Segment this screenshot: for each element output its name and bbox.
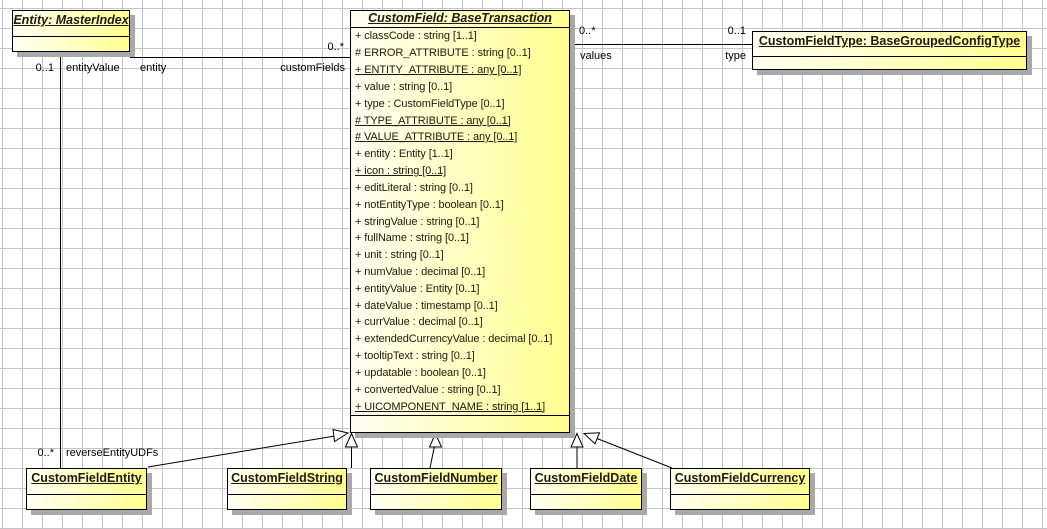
generalization-customfieldentity[interactable] bbox=[147, 435, 336, 468]
attribute-row[interactable]: + editLiteral : string [0..1] bbox=[355, 181, 473, 194]
role-label-customfields[interactable]: customFields bbox=[280, 62, 345, 74]
generalization-arrowhead bbox=[344, 432, 359, 448]
class-box-customfield[interactable]: CustomField: BaseTransaction + classCode… bbox=[350, 10, 570, 433]
class-box-customfielddate[interactable]: CustomFieldDate bbox=[530, 468, 642, 510]
attribute-row[interactable]: + UICOMPONENT_NAME : string [1..1] bbox=[355, 400, 546, 413]
class-title: CustomFieldType: BaseGroupedConfigType bbox=[758, 34, 1021, 48]
multiplicity-label[interactable]: 0..* bbox=[327, 41, 344, 53]
attribute-row[interactable]: + value : string [0..1] bbox=[355, 80, 453, 93]
attribute-row[interactable]: + icon : string [0..1] bbox=[355, 165, 447, 178]
class-title: CustomFieldEntity bbox=[31, 471, 142, 485]
attribute-row[interactable]: + classCode : string [1..1] bbox=[355, 30, 477, 43]
class-box-customfieldcurrency[interactable]: CustomFieldCurrency bbox=[670, 468, 810, 510]
attribute-row[interactable]: + ENTITY_ATTRIBUTE : any [0..1] bbox=[355, 64, 522, 77]
attribute-row[interactable]: + entity : Entity [1..1] bbox=[355, 148, 453, 161]
role-label-entityvalue[interactable]: entityValue bbox=[66, 62, 120, 74]
class-box-entity[interactable]: Entity: MasterIndex bbox=[12, 10, 130, 52]
class-title: CustomFieldString bbox=[231, 471, 343, 485]
generalization-customfieldnumber[interactable] bbox=[429, 445, 435, 469]
customfield-attributes: + classCode : string [1..1] # ERROR_ATTRI… bbox=[351, 28, 569, 416]
attribute-row[interactable]: + numValue : decimal [0..1] bbox=[355, 266, 486, 278]
class-title: CustomFieldDate bbox=[534, 471, 638, 485]
attribute-row[interactable]: + stringValue : string [0..1] bbox=[355, 215, 480, 228]
generalization-arrowhead bbox=[332, 428, 350, 443]
role-label-reverseentityudfs[interactable]: reverseEntityUDFs bbox=[66, 447, 159, 459]
class-box-customfieldentity[interactable]: CustomFieldEntity bbox=[26, 468, 147, 510]
attribute-row[interactable]: + entityValue : Entity [0..1] bbox=[355, 282, 480, 295]
attribute-row[interactable]: + fullName : string [0..1] bbox=[355, 232, 469, 245]
attribute-row[interactable]: + extendedCurrencyValue : decimal [0..1] bbox=[355, 333, 553, 346]
generalization-arrowhead bbox=[570, 432, 584, 448]
multiplicity-label[interactable]: 0..* bbox=[579, 25, 596, 37]
generalization-customfieldcurrency[interactable] bbox=[596, 438, 673, 469]
multiplicity-label[interactable]: 0..* bbox=[37, 447, 54, 459]
attribute-row[interactable]: + unit : string [0..1] bbox=[355, 249, 444, 262]
attribute-row[interactable]: # ERROR_ATTRIBUTE : string [0..1] bbox=[355, 47, 531, 60]
multiplicity-label[interactable]: 0..1 bbox=[727, 25, 746, 37]
multiplicity-label[interactable]: 0..1 bbox=[35, 62, 54, 74]
attribute-row[interactable]: # TYPE_ATTRIBUTE : any [0..1] bbox=[355, 114, 511, 127]
attribute-row[interactable]: # VALUE_ATTRIBUTE : any [0..1] bbox=[355, 131, 518, 144]
attribute-row[interactable]: + notEntityType : boolean [0..1] bbox=[355, 198, 504, 211]
class-title: Entity: MasterIndex bbox=[13, 13, 129, 27]
class-title: CustomFieldNumber bbox=[374, 471, 498, 485]
class-box-customfieldtype[interactable]: CustomFieldType: BaseGroupedConfigType bbox=[752, 31, 1027, 70]
class-box-customfieldnumber[interactable]: CustomFieldNumber bbox=[370, 468, 502, 510]
attribute-row[interactable]: + updatable : boolean [0..1] bbox=[355, 366, 486, 379]
role-label-type[interactable]: type bbox=[725, 50, 746, 62]
generalization-arrowhead bbox=[582, 432, 601, 445]
attribute-row[interactable]: + convertedValue : string [0..1] bbox=[355, 383, 501, 396]
class-title: CustomFieldCurrency bbox=[674, 471, 806, 485]
attribute-row[interactable]: + tooltipText : string [0..1] bbox=[355, 350, 475, 363]
role-label-values[interactable]: values bbox=[580, 50, 612, 62]
attribute-row[interactable]: + type : CustomFieldType [0..1] bbox=[355, 97, 505, 110]
attribute-row[interactable]: + currValue : decimal [0..1] bbox=[355, 316, 483, 329]
generalization-arrowhead bbox=[428, 432, 443, 448]
role-label-entity[interactable]: entity bbox=[140, 62, 167, 74]
class-box-customfieldstring[interactable]: CustomFieldString bbox=[227, 468, 347, 510]
attribute-row[interactable]: + dateValue : timestamp [0..1] bbox=[355, 299, 498, 312]
class-title: CustomField: BaseTransaction bbox=[351, 11, 569, 28]
